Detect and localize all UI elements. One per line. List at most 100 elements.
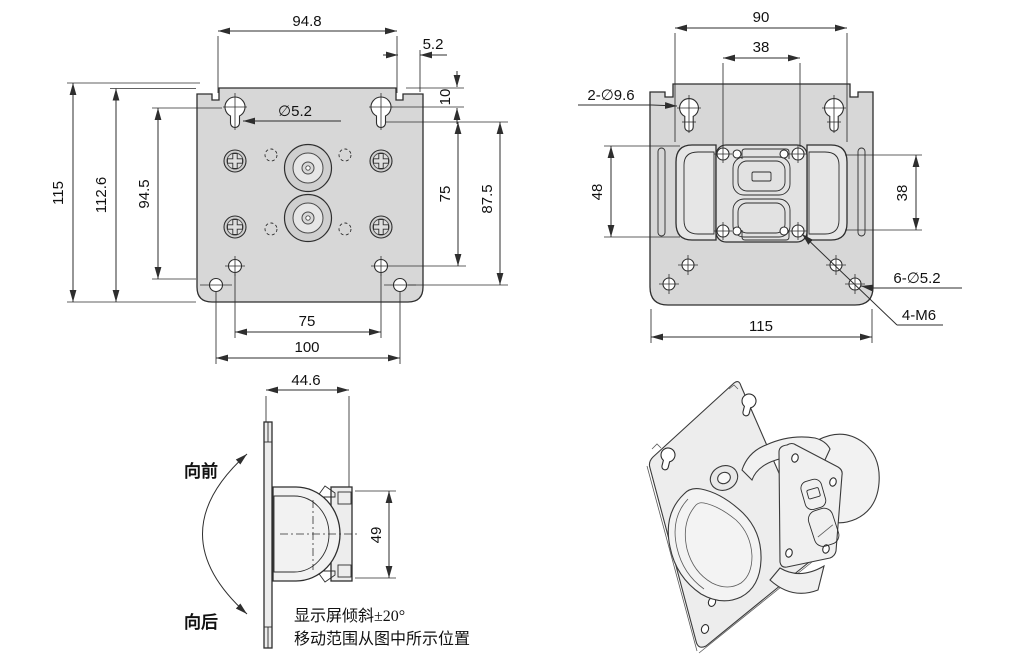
iso-claw — [769, 564, 825, 594]
vesa-hole — [225, 256, 391, 276]
dim-label: 94.5 — [136, 179, 153, 208]
keyhole-slot — [369, 93, 393, 130]
dim-width-top: 90 — [674, 9, 848, 142]
tilt-arc-arrow — [202, 453, 248, 615]
hinge-cover-left — [675, 144, 717, 241]
keyhole-slot — [741, 393, 757, 417]
callout-label: 6-∅5.2 — [893, 270, 940, 287]
dim-vesa-vert: 75 — [386, 121, 508, 267]
dim-corner-vert: 87.5 — [408, 122, 508, 286]
dim-width-top: 94.8 — [217, 13, 398, 93]
iso-hinge-left-face — [684, 502, 753, 588]
isometric-view — [646, 381, 880, 654]
dim-height-inner: 112.6 — [93, 88, 196, 302]
iso-pivot-ring — [709, 465, 739, 491]
side-plate — [263, 421, 273, 649]
iso-hinge-left — [667, 488, 762, 602]
pivot-bushing — [283, 143, 333, 193]
side-screw — [337, 491, 352, 505]
iso-slot-top — [800, 478, 827, 511]
dim-label: 112.6 — [93, 177, 110, 213]
dim-slot-offset: 5.2 — [383, 36, 447, 92]
dim-label: 48 — [589, 184, 606, 201]
dim-label: 75 — [299, 313, 316, 330]
dim-label: 38 — [894, 185, 911, 202]
m6-hole — [791, 453, 799, 463]
dim-label: 115 — [749, 318, 773, 335]
dim-label: 90 — [753, 9, 770, 26]
dim-keyhole-span: 94.5 — [136, 107, 222, 280]
side-arch-outer — [272, 486, 341, 582]
iso-slot-bottom — [807, 507, 840, 547]
bent-tab — [316, 485, 336, 498]
dim-label: 100 — [294, 339, 319, 356]
m6-hole — [714, 145, 807, 240]
dim-corner-horiz: 100 — [215, 292, 401, 364]
dim-label: 38 — [753, 39, 770, 56]
plate-slot — [657, 147, 666, 237]
pivot-bushing — [283, 193, 333, 243]
dim-edge-offset: 10 — [392, 71, 464, 124]
callout-hole-dia: ∅5.2 — [243, 103, 341, 125]
edge-notch — [651, 443, 662, 450]
iso-plate-edge — [646, 465, 698, 652]
dim-label: 75 — [437, 186, 454, 203]
dim-slot-span: 38 — [722, 39, 801, 147]
dim-label: 5.2 — [423, 36, 444, 53]
front-view: 94.8 5.2 10 ∅5.2 115 112.6 — [50, 13, 508, 364]
iso-arm-top — [741, 436, 831, 482]
keyhole-slot — [822, 95, 846, 133]
bracket-slot-bottom — [732, 198, 791, 241]
label-backward: 向后 — [184, 612, 218, 632]
tilt-note-line2: 移动范围从图中所示位置 — [294, 630, 470, 648]
screw-head — [223, 215, 247, 239]
dim-height-total: 115 — [50, 82, 200, 303]
tilt-note-line1: 显示屏倾斜±20° — [294, 607, 405, 625]
dim-label: 94.8 — [292, 13, 321, 30]
bracket-plate — [715, 144, 808, 243]
bracket-slot-top — [732, 148, 791, 196]
m6-hole — [822, 544, 830, 554]
dim-width-bottom: 115 — [650, 309, 873, 343]
callout-label: 2-∅9.6 — [587, 87, 634, 104]
corner-hole — [700, 624, 710, 634]
keyhole-slot — [660, 447, 676, 471]
side-arch-inner — [273, 495, 330, 573]
m6-hole — [785, 548, 793, 558]
dim-label: 49 — [368, 527, 385, 544]
rear-view: 90 38 2-∅9.6 48 38 115 — [578, 9, 962, 343]
plate-slot — [857, 147, 866, 237]
side-screw — [337, 564, 352, 578]
label-forward: 向前 — [184, 461, 218, 481]
screw-head — [223, 149, 247, 173]
mount-hole — [659, 255, 865, 294]
iso-hinge-left-band — [674, 498, 705, 590]
dim-hinge-height: 48 — [589, 145, 680, 238]
keyhole-slot — [223, 93, 247, 130]
iso-front-plate — [778, 442, 843, 568]
callout-keyhole: 2-∅9.6 — [578, 87, 678, 109]
callout-label: 4-M6 — [902, 307, 936, 324]
keyhole-slot — [677, 95, 701, 133]
callout-thread: 4-M6 — [801, 233, 943, 326]
callout-label: ∅5.2 — [278, 103, 312, 120]
dim-hole-span: 38 — [845, 154, 922, 231]
screw-head — [369, 215, 393, 239]
bent-tab — [316, 570, 336, 583]
edge-notch — [728, 384, 739, 390]
dim-vesa-horiz: 75 — [234, 273, 382, 338]
dim-bracket-height: 49 — [355, 490, 396, 579]
hidden-hole — [264, 148, 352, 236]
dim-label: 87.5 — [479, 184, 496, 213]
side-view: 44.6 49 向前 向后 显示屏倾斜±20° 移动范围从图中所示位置 — [184, 372, 470, 649]
dim-label: 115 — [50, 181, 67, 205]
dim-depth: 44.6 — [265, 372, 350, 489]
screw-head — [369, 149, 393, 173]
m6-hole — [829, 477, 837, 487]
dim-label: 10 — [437, 89, 454, 106]
dim-label: 44.6 — [291, 372, 320, 389]
callout-plate-holes: 6-∅5.2 — [860, 270, 962, 292]
corner-hole — [200, 277, 416, 293]
